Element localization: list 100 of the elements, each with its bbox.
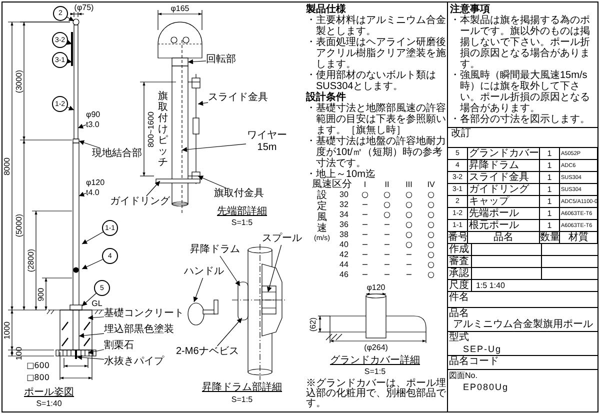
table-cell: 1: [540, 160, 560, 172]
table-cell-text: −: [360, 220, 370, 230]
leader-line: [198, 100, 208, 106]
table-cell-text: 30: [338, 190, 350, 200]
table-cell-text: −: [404, 270, 414, 280]
table-cell-text: ○: [404, 210, 414, 220]
table-cell: 1: [540, 148, 560, 160]
scale-text: S=1:5: [230, 395, 254, 404]
leader-line: [82, 259, 104, 270]
table-cell-text: −: [360, 210, 370, 220]
table-cell-text: 図面No.: [449, 370, 478, 381]
table-cell-text: ○: [426, 210, 436, 220]
dimension-text: t3.0: [86, 120, 100, 130]
table-cell-text: ○: [426, 220, 436, 230]
leader-line: [146, 180, 160, 196]
part-label: 2-M6ナベビス: [176, 346, 248, 358]
table-cell-text: −: [382, 230, 392, 240]
part-label: ハンドル: [184, 266, 226, 278]
dimension-text: t4.0: [86, 188, 100, 198]
table-cell-text: −: [360, 200, 370, 210]
dimension-text: 1000: [2, 320, 12, 341]
dimension-text: (3000): [14, 68, 24, 95]
table-cell-text: 38: [338, 230, 350, 240]
leader-line: [82, 232, 104, 244]
table-cell-text: ○: [404, 240, 414, 250]
table-cell-text: 40: [338, 240, 350, 250]
dimension-text: (φ75): [73, 3, 95, 12]
leader-line: [82, 293, 96, 306]
table-cell-text: −: [382, 260, 392, 270]
note-text: ・表面処理はヘアライン研磨後アクリル樹脂クリア塗装を施します。: [306, 37, 446, 70]
table-cell-text: 42: [338, 250, 350, 260]
table-header: 品名: [468, 232, 540, 244]
table-cell-text: ○: [404, 230, 414, 240]
foundation-drawing: [46, 310, 104, 359]
section-heading: 改訂: [451, 128, 472, 140]
table-cell-text: 件名: [449, 292, 470, 303]
table-cell: 1: [540, 184, 560, 196]
table-cell-text: ○: [426, 250, 436, 260]
table-cell: 審査: [448, 256, 472, 267]
dimension-text: (φ264): [363, 343, 389, 352]
leader-line: [188, 59, 206, 64]
dimension-text: 旗取付けピッチ: [158, 91, 168, 168]
table-header: I: [362, 180, 368, 190]
table-cell-text: 品名: [449, 308, 470, 319]
ground-level-text: GL: [90, 299, 104, 308]
table-cell-text: ○: [360, 190, 370, 200]
table-cell: グランドカバー: [468, 148, 540, 160]
table-cell: 作成: [448, 244, 472, 255]
table-header: 風速区分: [311, 180, 353, 190]
table-cell: 1: [540, 220, 560, 232]
part-label: 15m: [257, 142, 277, 154]
table-cell-text: −: [382, 250, 392, 260]
note-text: ・使用部材のないボルト類はSUS304とします。: [306, 70, 437, 92]
dimension-text: φ120: [86, 178, 105, 188]
table-cell-text: 44: [338, 260, 350, 270]
table-cell-text: ○: [426, 270, 436, 280]
table-cell: スライド金具: [468, 172, 540, 184]
leader-line: [78, 192, 86, 196]
note-text: ・各部分の寸法を図示します。: [450, 114, 591, 125]
dimension-text: φ165: [170, 4, 190, 13]
drawing-title: 昇降ドラム部詳細: [201, 382, 283, 394]
table-cell: ガイドリング: [468, 184, 540, 196]
section-heading: 製品仕様: [306, 4, 346, 15]
table-cell-text: −: [360, 240, 370, 250]
part-label: 割栗石: [104, 340, 136, 352]
leader-line: [220, 256, 240, 286]
dimension-text: φ120: [366, 283, 386, 292]
table-cell-text: 46: [338, 270, 350, 280]
table-header: III: [404, 180, 414, 190]
drawing-title: グランドカバー詳細: [329, 355, 421, 367]
table-cell-text: 型式: [449, 332, 470, 343]
part-label: ガイドリング: [110, 196, 172, 208]
table-cell-text: ○: [382, 200, 392, 210]
dimension-text: 800~1600: [146, 111, 156, 147]
table-cell-text: −: [404, 260, 414, 270]
section-heading: 設計条件: [306, 92, 346, 103]
table-cell-text: −: [404, 250, 414, 260]
leader-line: [266, 244, 282, 292]
dimension-text: (5000): [14, 212, 24, 239]
table-cell: 1: [540, 172, 560, 184]
leader-line: [78, 333, 104, 338]
table-cell-text: −: [382, 270, 392, 280]
note-text: ・基礎寸法は地盤の許容地耐力度が10t/㎡（短期）時の参考寸法です。: [306, 136, 446, 169]
leader-line: [198, 176, 226, 188]
handle-drawing: [188, 300, 218, 326]
table-cell-text: SEP-Ug: [462, 343, 503, 355]
leader-line: [217, 318, 242, 346]
table-header: IV: [426, 180, 436, 190]
table-cell-text: −: [360, 260, 370, 270]
note-text: ・主要材料はアルミニウム合金製とします。: [306, 15, 446, 37]
note-text: ・基礎寸法と地際部風速の許容範囲の目安は下表を参照願います。［旗無し時］: [306, 103, 446, 136]
note-text: ※グランドカバーは、ポール埋込部の化粧用で、別梱包部品です。: [306, 379, 446, 409]
table-cell-text: −: [360, 230, 370, 240]
table-cell-text: 36: [338, 220, 350, 230]
dimension-text: 8000: [2, 156, 12, 177]
dimension-text: (2800): [26, 247, 36, 274]
table-cell-text: ○: [382, 210, 392, 220]
dimension-text: (62): [308, 316, 318, 334]
part-label: 基礎コンクリート: [104, 308, 186, 320]
part-label: 回転部: [206, 54, 238, 66]
